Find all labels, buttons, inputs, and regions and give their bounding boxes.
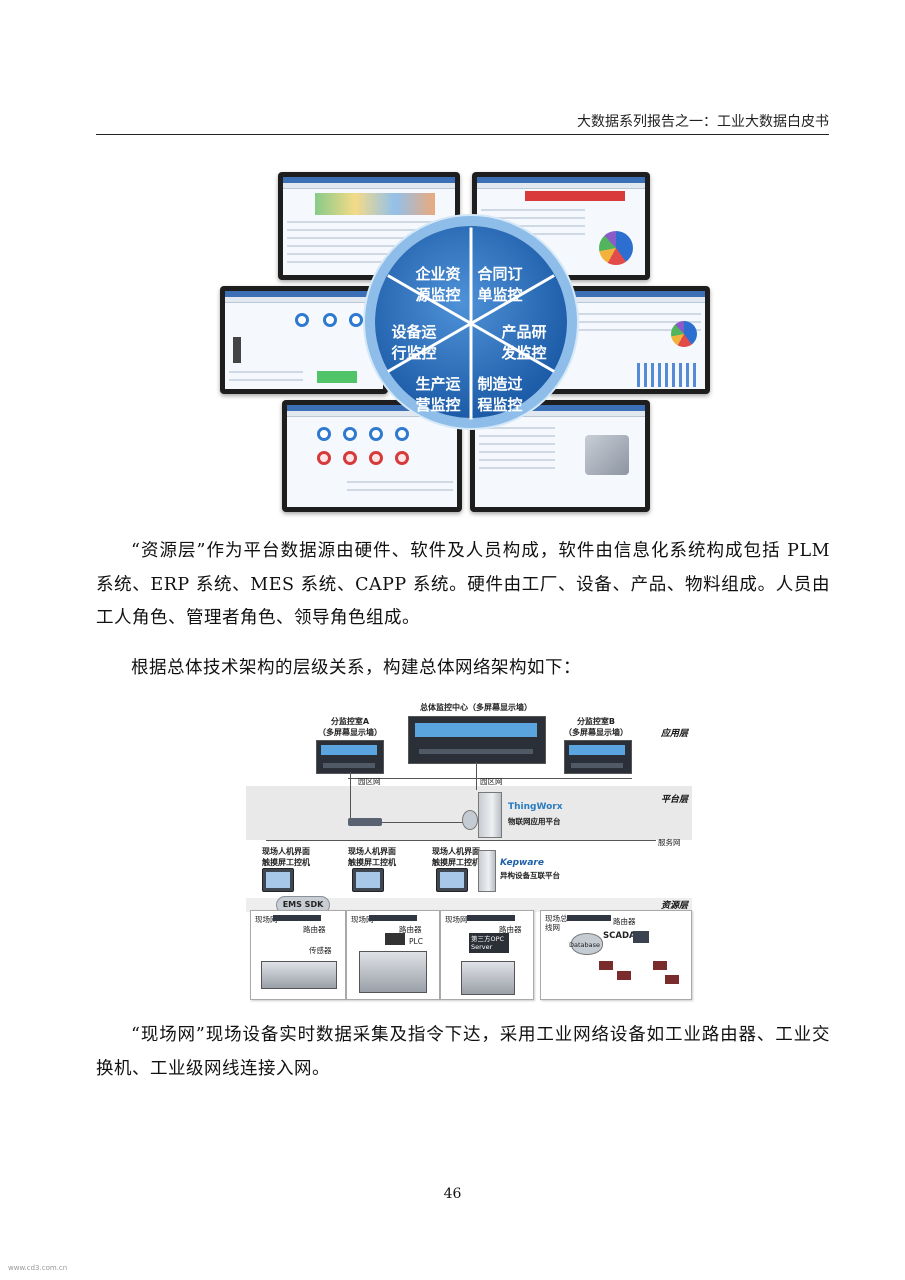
page-number: 46	[443, 1186, 462, 1202]
paragraph-field-network: “现场网”现场设备实时数据采集及指令下达，采用工业网络设备如工业路由器、工业交换…	[96, 1025, 830, 1079]
hmi-label-c: 现场人机界面触摸屏工控机	[432, 847, 480, 867]
industrial-machine	[461, 961, 515, 995]
sensor-label: 传感器	[309, 946, 332, 955]
hmi-label-a: 现场人机界面触摸屏工控机	[262, 847, 310, 867]
dashboard-screen-bottom-left	[282, 400, 462, 512]
field-box-plc: 现场网 路由器 PLC	[346, 910, 440, 1000]
segment-manufacturing-process: 制造过程监控	[477, 375, 523, 414]
scada-label: SCADA	[603, 931, 636, 941]
segment-equipment-operation: 设备运行监控	[391, 323, 437, 362]
router-label-4: 路由器	[613, 917, 636, 926]
running-header: 大数据系列报告之一：工业大数据白皮书	[577, 114, 829, 130]
field-net-label-1: 现场网	[255, 915, 278, 924]
dashboard-screen-mid-left	[220, 286, 388, 394]
center-display-wall	[408, 716, 546, 764]
footer-watermark-url: www.cd3.com.cn	[8, 1264, 68, 1272]
hmi-tablet-a	[262, 868, 294, 892]
thingworx-storage	[462, 810, 478, 830]
field-bus-net-label: 现场总线网	[545, 914, 568, 932]
router-label-3: 路由器	[499, 925, 522, 934]
dashboard-screen-top-right	[472, 172, 650, 280]
room-b-title: 分监控室B（多屏幕显示墙）	[564, 717, 628, 737]
thingworx-server	[478, 792, 502, 838]
room-a-display-wall	[316, 740, 384, 774]
dashboard-screen-top-left	[278, 172, 460, 280]
campus-net-label-left: 园区网	[358, 777, 381, 786]
center-monitor-title: 总体监控中心（多屏幕显示墙）	[420, 703, 532, 712]
campus-net-label-center: 园区网	[480, 777, 503, 786]
field-box-sensor: 现场网 路由器 传感器	[250, 910, 346, 1000]
room-b-display-wall	[564, 740, 632, 774]
dashboard-screen-bottom-right	[470, 400, 650, 512]
segment-contract-order: 合同订单监控	[477, 265, 523, 304]
network-switch	[348, 818, 382, 826]
plc-label: PLC	[409, 937, 423, 946]
resource-band	[246, 898, 692, 912]
paragraph-network-intro: 根据总体技术架构的层级关系，构建总体网络架构如下：	[131, 658, 581, 678]
kepware-server	[478, 850, 496, 892]
dashboard-screen-mid-right	[548, 286, 710, 394]
cnc-machine	[359, 951, 427, 993]
monitoring-wheel-figure: 企业资源监控 合同订单监控 产品研发监控 制造过程监控 生产运营监控 设备运行监…	[220, 168, 710, 520]
service-net-label: 服务网	[658, 838, 681, 847]
router-label-2: 路由器	[399, 925, 422, 934]
router-label-1: 路由器	[303, 925, 326, 934]
header-rule	[96, 134, 829, 135]
hmi-tablet-b	[352, 868, 384, 892]
iot-platform-label: 物联网应用平台	[508, 817, 561, 826]
kepware-logo: Kepware	[500, 858, 544, 868]
segment-enterprise-resource: 企业资源监控	[415, 265, 461, 304]
lathe-machine	[261, 961, 337, 989]
hetero-platform-label: 异构设备互联平台	[500, 871, 560, 880]
layer-label-application: 应用层	[660, 729, 688, 739]
layer-label-platform: 平台层	[660, 795, 688, 805]
thingworx-logo: ThingWorx	[508, 802, 563, 812]
field-box-scada: 现场总线网 路由器 Database SCADA	[540, 910, 692, 1000]
network-architecture-figure: 应用层 平台层 资源层 总体监控中心（多屏幕显示墙） 分监控室A（多屏幕显示墙）…	[246, 700, 692, 1000]
database-icon	[571, 933, 603, 955]
ems-sdk-cloud: EMS SDK	[276, 896, 330, 914]
monitoring-wheel: 企业资源监控 合同订单监控 产品研发监控 制造过程监控 生产运营监控 设备运行监…	[375, 226, 567, 420]
hmi-tablet-c	[436, 868, 468, 892]
hmi-label-b: 现场人机界面触摸屏工控机	[348, 847, 396, 867]
database-label: Database	[569, 941, 601, 949]
paragraph-resource-layer: “资源层”作为平台数据源由硬件、软件及人员构成，软件由信息化系统构成包括 PLM…	[96, 541, 830, 628]
field-net-label-2: 现场网	[351, 915, 374, 924]
segment-production-operation: 生产运营监控	[415, 375, 461, 414]
room-a-title: 分监控室A（多屏幕显示墙）	[318, 717, 382, 737]
field-net-label-3: 现场网	[445, 915, 468, 924]
layer-label-resource: 资源层	[660, 901, 688, 911]
segment-product-rd: 产品研发监控	[501, 323, 547, 362]
